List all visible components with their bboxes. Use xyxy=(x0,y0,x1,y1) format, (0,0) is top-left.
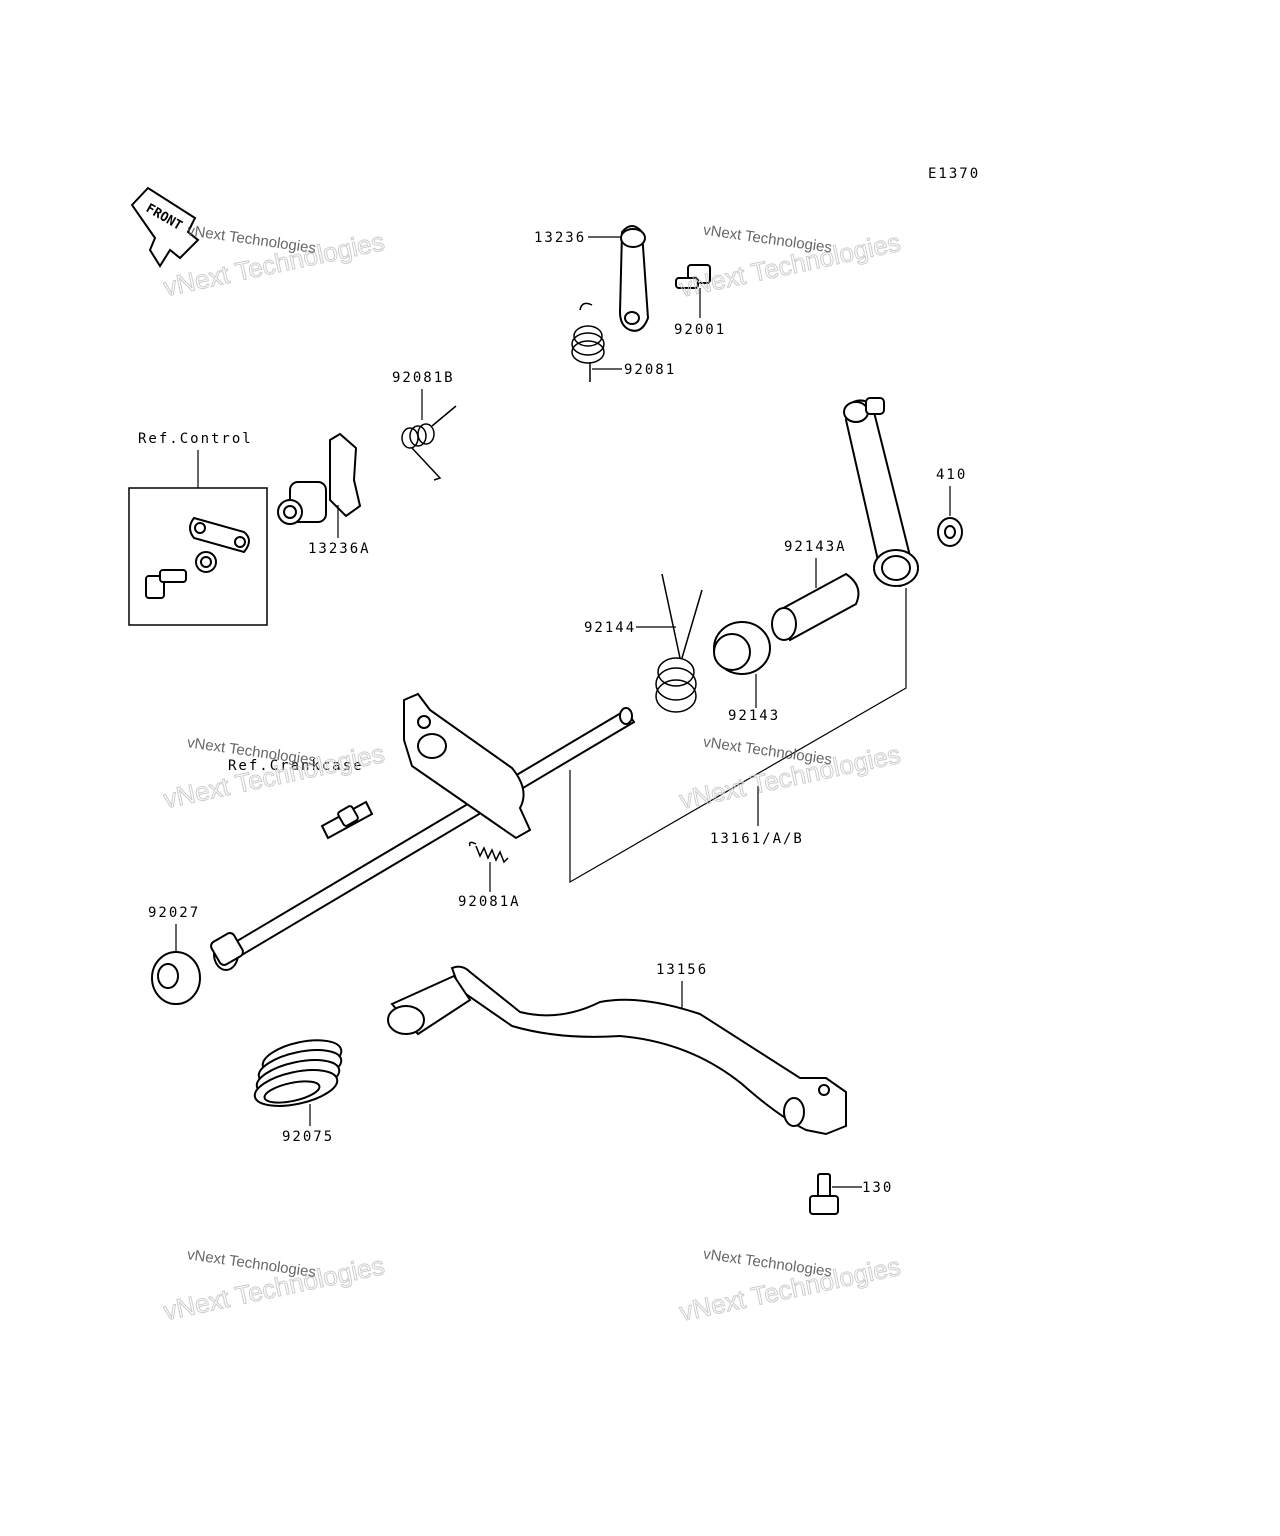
ref-control-parts xyxy=(145,516,250,599)
bolt-130 xyxy=(809,1173,839,1215)
shift-pedal-13156 xyxy=(387,965,847,1136)
shift-arm-13236 xyxy=(618,225,650,332)
part-label-13156: 13156 xyxy=(656,962,708,978)
svg-text:vNext Technologies: vNext Technologies xyxy=(702,734,833,769)
crankcase-pin xyxy=(320,800,374,840)
svg-text:vNext Technologies: vNext Technologies xyxy=(186,222,317,257)
bolt-92001 xyxy=(675,264,711,289)
part-label-92027: 92027 xyxy=(148,905,200,921)
shaft-lever-13236A xyxy=(277,432,362,525)
part-label-92144: 92144 xyxy=(584,620,636,636)
spring-92081A xyxy=(468,841,509,864)
svg-text:vNext Technologies: vNext Technologies xyxy=(186,1246,317,1281)
torsion-spring-92144 xyxy=(655,573,703,713)
part-label-410: 410 xyxy=(936,467,967,483)
svg-text:vNext Technologies: vNext Technologies xyxy=(702,222,833,257)
diagram-code: E1370 xyxy=(928,166,980,182)
part-label-92075: 92075 xyxy=(282,1129,334,1145)
ref-control-box xyxy=(128,487,268,626)
collar-92143A xyxy=(771,572,860,642)
part-label-130: 130 xyxy=(862,1180,893,1196)
part-label-92143: 92143 xyxy=(728,708,780,724)
spring-92081 xyxy=(571,302,605,382)
svg-text:vNext Technologies: vNext Technologies xyxy=(702,1246,833,1281)
part-label-92081B: 92081B xyxy=(392,370,455,386)
part-label-92081: 92081 xyxy=(624,362,676,378)
shift-plate xyxy=(403,692,532,840)
ref-control-label: Ref.Control xyxy=(138,431,253,447)
part-label-13236A: 13236A xyxy=(308,541,371,557)
shift-arm-upper xyxy=(843,397,919,588)
front-arrow-icon: FRONT xyxy=(130,186,200,268)
part-label-92143A: 92143A xyxy=(784,539,847,555)
bracket-13161 xyxy=(569,588,907,884)
ref-crankcase-label: Ref.Crankcase xyxy=(228,758,364,774)
part-label-92001: 92001 xyxy=(674,322,726,338)
spring-92081B xyxy=(401,405,457,481)
part-label-13236: 13236 xyxy=(534,230,586,246)
part-label-13161: 13161/A/B xyxy=(710,831,804,847)
pedal-rubber-92075 xyxy=(253,1039,343,1107)
part-label-92081A: 92081A xyxy=(458,894,521,910)
oil-seal-92027 xyxy=(151,951,201,1005)
bushing-92143 xyxy=(713,621,771,675)
